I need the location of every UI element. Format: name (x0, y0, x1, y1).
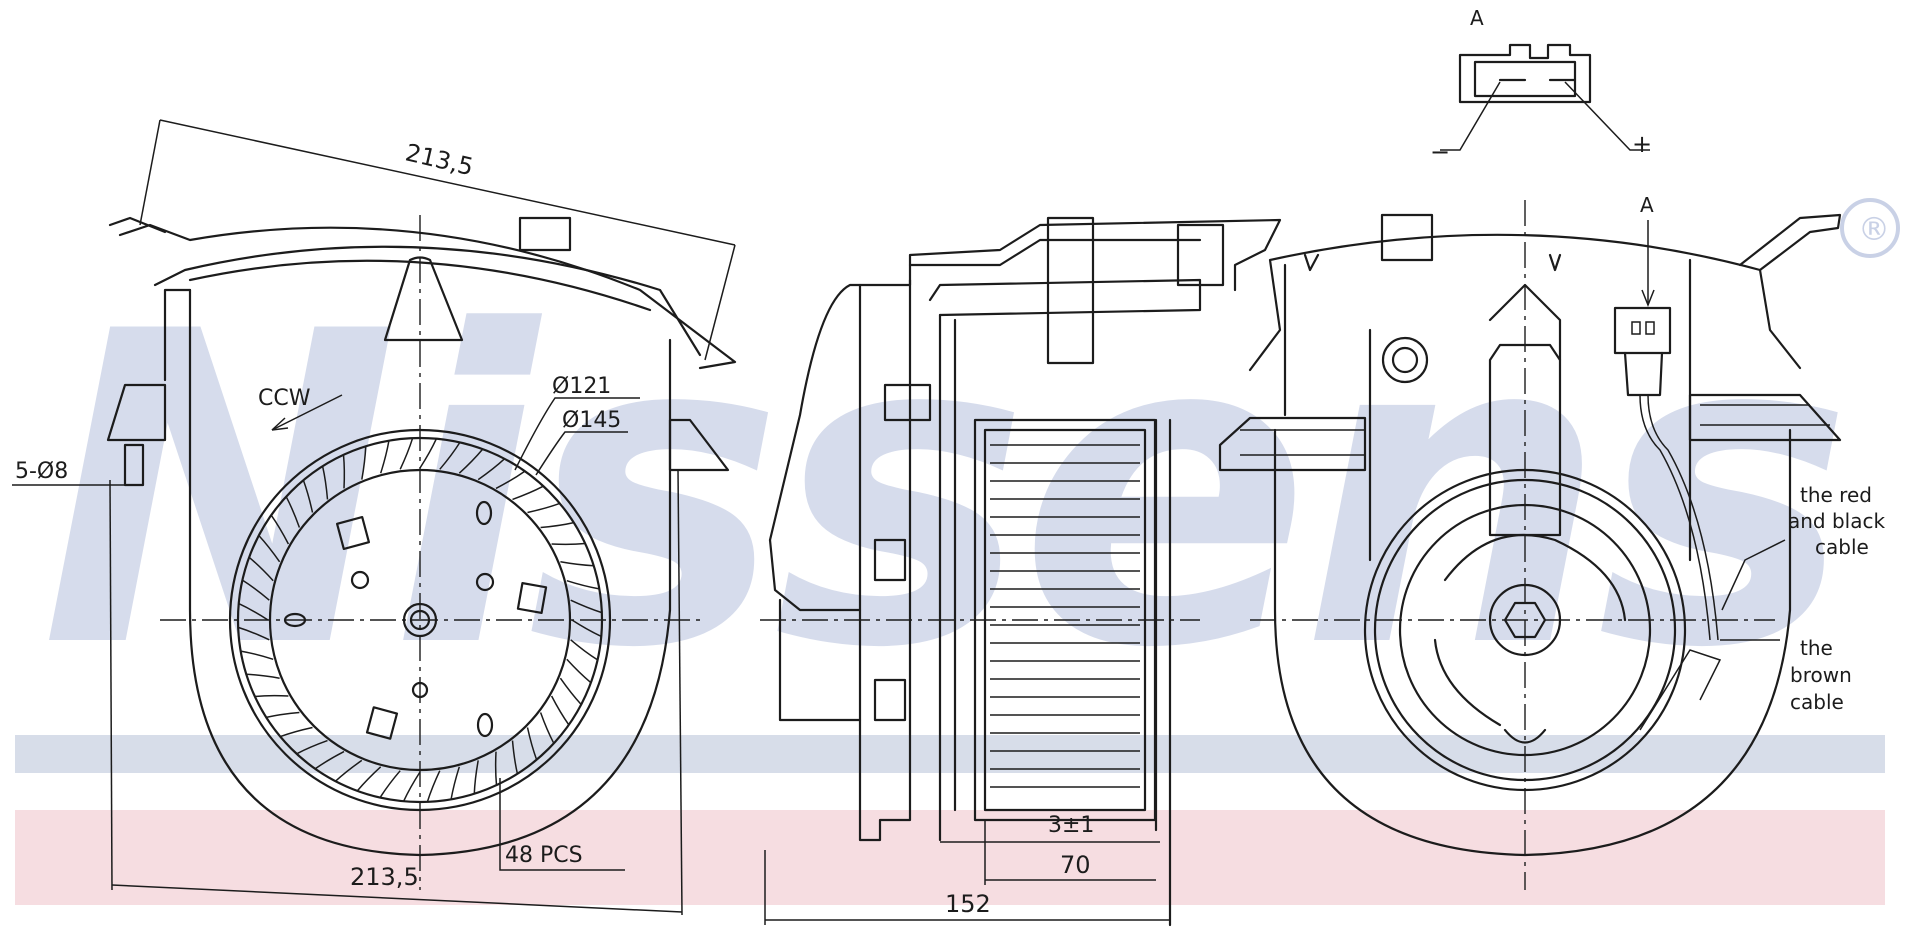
cable-notes: the red and black cable the brown cable (1788, 483, 1885, 714)
impeller-blade (450, 766, 461, 800)
impeller-blade (334, 759, 363, 782)
blade-count-label: 48 PCS (505, 843, 583, 868)
impeller-blade (570, 639, 598, 661)
impeller-blade (526, 727, 538, 760)
impeller-blade (458, 448, 484, 474)
impeller-blade (379, 440, 390, 474)
impeller-blade (248, 556, 274, 582)
connector-labels: A A − + (1430, 6, 1654, 217)
view-label-arrow: A (1640, 193, 1654, 217)
impeller-blade (540, 521, 574, 529)
impeller-blade (356, 766, 382, 792)
impeller-blade (254, 694, 289, 698)
impeller-blade (321, 466, 329, 500)
impeller-blade (296, 739, 328, 755)
brown-cable-note-line-2: brown (1790, 663, 1852, 687)
brown-cable-note-line-3: cable (1790, 690, 1844, 714)
impeller-blade (539, 712, 555, 744)
impeller-blade (570, 599, 603, 614)
rotation-label: CCW (258, 386, 311, 411)
impeller-blade (342, 454, 346, 489)
side-view (760, 216, 1282, 927)
impeller-blade (280, 726, 313, 738)
impeller-blade (314, 750, 345, 770)
minus-terminal-label: − (1430, 138, 1450, 166)
impeller-drum-slats (990, 444, 1140, 788)
impeller-blade (266, 711, 300, 719)
inner-diameter-label: Ø121 (552, 374, 611, 399)
impeller-blade (419, 438, 438, 469)
impeller-blade (551, 542, 586, 546)
impeller-blades (237, 437, 603, 803)
impeller-blade (473, 760, 479, 794)
registered-mark: ® (1858, 210, 1890, 248)
impeller-blade (242, 579, 270, 601)
impeller-blade (402, 771, 421, 802)
impeller-blade (439, 442, 461, 470)
impeller-blade (361, 446, 367, 480)
top-span-dimension-line (159, 119, 736, 246)
impeller-blade (399, 437, 414, 470)
red-black-cable-note-line-2: and black (1788, 509, 1885, 533)
offset-label: 3±1 (1048, 813, 1094, 838)
impeller-blade (258, 534, 281, 563)
impeller-blade (512, 485, 544, 501)
impeller-blade (246, 673, 280, 679)
impeller-blade (511, 740, 519, 774)
watermark-logo-text: Nissens (40, 242, 1843, 742)
impeller-blade (527, 502, 560, 514)
impeller-blade (426, 770, 441, 803)
impeller-blade (302, 480, 314, 513)
watermark-band-pink (15, 810, 1885, 905)
impeller-blade (566, 658, 592, 684)
impeller-blade (237, 626, 270, 641)
impeller-blade (566, 579, 600, 590)
dimension-labels: 213,5 213,5 5-Ø8 Ø121 Ø145 48 PCS CCW 3±… (15, 138, 1094, 918)
impeller-blade (477, 458, 506, 481)
impeller-blade (270, 514, 290, 545)
impeller-blade (571, 619, 602, 638)
rear-view (1218, 43, 1842, 890)
impeller-blade (550, 695, 570, 726)
red-black-cable-note-line-3: cable (1815, 535, 1869, 559)
front-view (12, 119, 737, 916)
impeller-blade (559, 677, 582, 706)
bottom-span-dimension-line (111, 884, 683, 913)
registered-mark-circle (1840, 198, 1900, 258)
impeller-blade (560, 561, 594, 567)
impeller-blade (238, 602, 269, 621)
plus-terminal-label: + (1632, 130, 1652, 158)
overall-width-label: 152 (945, 890, 991, 918)
connector-detail (1440, 43, 1650, 151)
watermark: Nissens ® (15, 198, 1900, 905)
red-black-cable-note-line-1: the red (1800, 483, 1872, 507)
impeller-blade (495, 470, 526, 490)
brown-cable-note-line-1: the (1800, 636, 1833, 660)
impeller-blade (494, 751, 498, 786)
impeller-blade (240, 650, 274, 661)
side-housing-outline (768, 218, 1282, 542)
impeller-blade (379, 770, 401, 798)
bottom-span-label: 213,5 (350, 863, 419, 891)
mounting-holes-label: 5-Ø8 (15, 459, 68, 484)
wheel-width-label: 70 (1060, 851, 1091, 879)
impeller-blade (285, 496, 301, 528)
view-label-top: A (1470, 6, 1484, 30)
outer-diameter-label: Ø145 (562, 408, 621, 433)
